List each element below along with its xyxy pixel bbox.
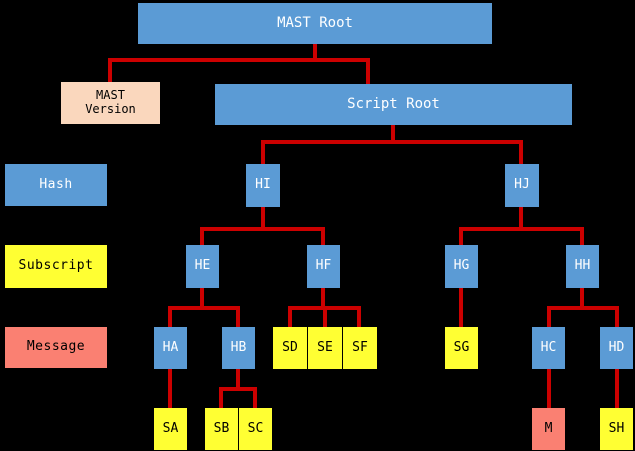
node-hi[interactable]: HI [246, 164, 280, 207]
edge-hi-bus [200, 227, 324, 231]
edge-hg-stem [459, 288, 463, 328]
edge-hi-drop [261, 140, 265, 166]
node-hh[interactable]: HH [566, 245, 599, 288]
edge-hf-stem [321, 288, 325, 310]
edge-he-drop [200, 227, 204, 247]
node-sh[interactable]: SH [600, 408, 633, 450]
edge-sc-drop [253, 387, 257, 409]
node-hj[interactable]: HJ [505, 164, 539, 207]
node-se[interactable]: SE [308, 327, 342, 369]
edge-hg-drop [459, 227, 463, 247]
edge-hc-stem [547, 369, 551, 409]
edge-mast-root-stem [313, 44, 317, 62]
node-ha[interactable]: HA [154, 327, 187, 369]
node-he[interactable]: HE [186, 245, 219, 288]
edge-hd-stem [615, 369, 619, 409]
edge-hh-bus [547, 306, 619, 310]
edge-hb-stem [236, 369, 240, 391]
edge-he-bus [168, 306, 240, 310]
node-script-root[interactable]: Script Root [215, 84, 572, 125]
edge-script-root-bus-top [108, 58, 370, 62]
edge-hh-drop [580, 227, 584, 247]
edge-hc-drop [547, 306, 551, 328]
edge-hi-stem [261, 207, 265, 230]
legend-message: Message [5, 327, 107, 368]
edge-hj-stem [519, 207, 523, 230]
edge-hd-drop [615, 306, 619, 328]
node-hg[interactable]: HG [445, 245, 478, 288]
node-sc[interactable]: SC [239, 408, 272, 450]
node-hc[interactable]: HC [532, 327, 565, 369]
node-mast-root[interactable]: MAST Root [138, 3, 492, 44]
edge-hb-bus [219, 387, 257, 391]
edge-hb-drop [236, 306, 240, 328]
node-sa[interactable]: SA [154, 408, 187, 450]
edge-he-stem [200, 288, 204, 310]
edge-hj-bus [459, 227, 583, 231]
edge-se-drop [323, 306, 327, 328]
node-m[interactable]: M [532, 408, 565, 450]
edge-script-root-bus2 [261, 140, 521, 144]
node-mast-version[interactable]: MAST Version [61, 82, 160, 124]
node-sf[interactable]: SF [343, 327, 377, 369]
node-sd[interactable]: SD [273, 327, 307, 369]
edge-sf-drop [357, 306, 361, 328]
edge-ha-stem [168, 369, 172, 409]
node-hd[interactable]: HD [600, 327, 633, 369]
edge-sb-drop [219, 387, 223, 409]
edge-hj-drop [519, 140, 523, 166]
legend-hash: Hash [5, 164, 107, 206]
node-hb[interactable]: HB [222, 327, 255, 369]
edge-script-root-stem [391, 125, 395, 144]
edge-sd-drop [288, 306, 292, 328]
node-sb[interactable]: SB [205, 408, 238, 450]
edge-ha-drop [168, 306, 172, 328]
edge-mast-version-drop [108, 58, 112, 84]
node-hf[interactable]: HF [307, 245, 340, 288]
edge-hf-drop [321, 227, 325, 247]
legend-subscript: Subscript [5, 245, 107, 288]
node-sg[interactable]: SG [445, 327, 478, 369]
edge-hh-stem [580, 288, 584, 310]
edge-script-root-drop [366, 58, 370, 84]
